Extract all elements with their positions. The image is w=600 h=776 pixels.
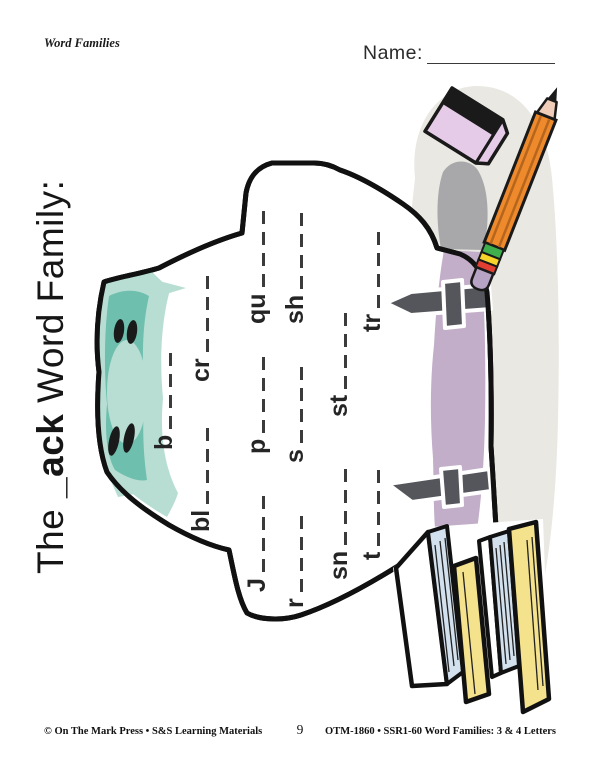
blank-line (344, 306, 347, 389)
prefix-label: r (281, 598, 309, 608)
series-label: Word Families (44, 36, 120, 50)
prefix-label: sh (281, 294, 309, 324)
shadow-strap (437, 161, 488, 250)
prefix-label: p (243, 438, 271, 454)
blank-line (377, 225, 380, 308)
backpack-outline (94, 160, 500, 622)
prefix-label: qu (243, 293, 271, 324)
page-title: The _ack Word Family: (30, 180, 72, 574)
page-number: 9 (296, 722, 304, 737)
blank-line (344, 462, 347, 545)
blank-line (377, 463, 380, 546)
blank-line (262, 490, 265, 573)
blank-line (262, 350, 265, 433)
blank-line (206, 270, 209, 353)
word-blank-cr: cr (185, 270, 215, 382)
prefix-label: tr (358, 313, 386, 332)
title-family: _ack (30, 413, 71, 498)
blank-line (169, 346, 172, 429)
prefix-label: J (243, 578, 271, 592)
prefix-label: cr (187, 358, 215, 382)
word-blank-sh: sh (279, 206, 309, 324)
pencil-illustration (470, 87, 558, 292)
backpack-straps (384, 278, 493, 509)
prefix-label: bl (187, 509, 215, 532)
prefix-label: st (325, 394, 353, 417)
word-blank-p: p (241, 350, 271, 454)
word-blank-J: J (241, 490, 271, 592)
title-pre: The (30, 497, 71, 574)
prefix-label: sn (325, 550, 353, 580)
word-blank-bl: bl (185, 421, 215, 532)
blank-line (206, 421, 209, 504)
prefix-label: b (150, 434, 178, 450)
blank-line (262, 205, 265, 288)
name-label: Name: (363, 42, 423, 64)
word-blank-t: t (356, 463, 386, 560)
blank-line (300, 510, 303, 593)
word-blank-b: b (148, 346, 178, 450)
blank-line (300, 206, 303, 289)
blank-line (300, 361, 303, 444)
copyright-text: © On The Mark Press • S&S Learning Mater… (44, 726, 263, 737)
lash-tabs (108, 319, 138, 456)
word-blank-sn: sn (323, 462, 353, 580)
word-blank-st: st (323, 306, 353, 417)
product-code-text: OTM-1860 • SSR1-60 Word Families: 3 & 4 … (325, 726, 556, 737)
word-blank-qu: qu (241, 205, 271, 324)
name-blank-line (426, 61, 555, 64)
word-blank-tr: tr (356, 225, 386, 332)
title-post: Word Family: (30, 179, 71, 414)
eraser-illustration (423, 86, 510, 166)
name-field: Name: (363, 42, 555, 65)
prefix-label: t (358, 551, 386, 560)
books-illustration (393, 519, 552, 715)
word-blank-r: r (279, 510, 309, 608)
prefix-label: s (281, 449, 309, 463)
word-blank-s: s (279, 361, 309, 463)
